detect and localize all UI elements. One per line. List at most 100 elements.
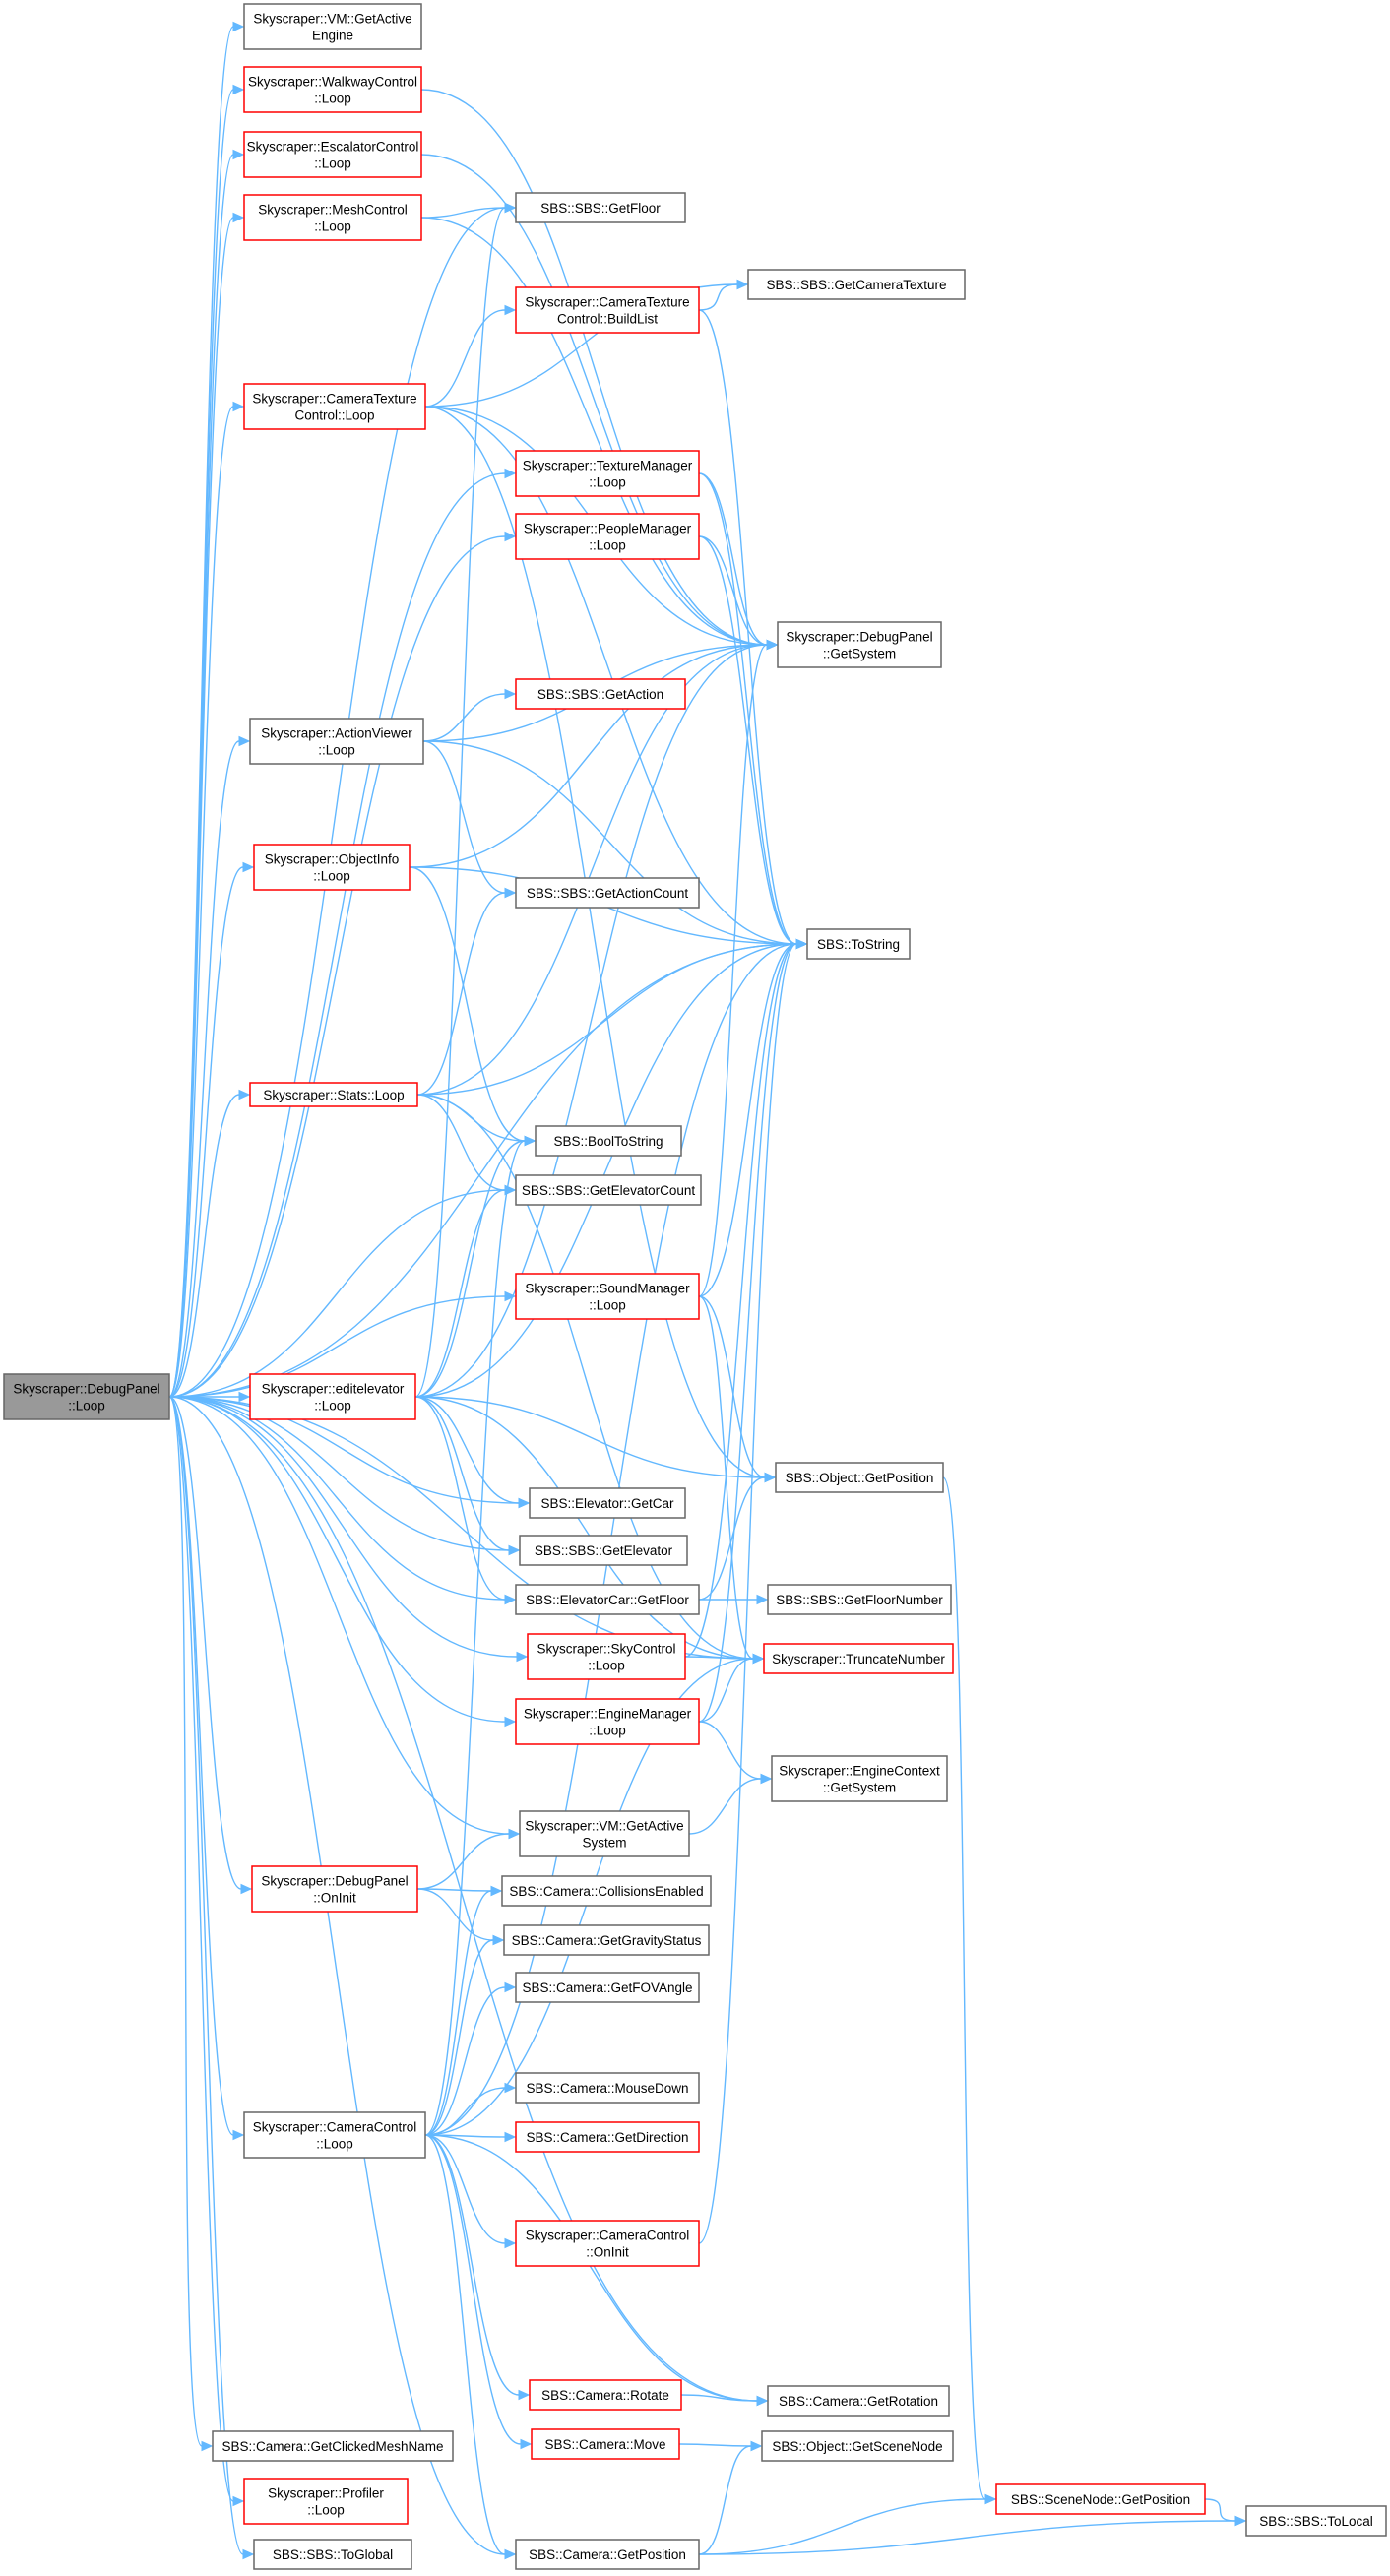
node-label-debug_oninit-line2: ::OnInit (313, 1891, 356, 1906)
node-object_getposition[interactable]: SBS::Object::GetPosition (775, 1462, 944, 1493)
node-label-getsystem-line1: Skyscraper::DebugPanel (786, 630, 932, 645)
node-label-profiler-line1: Skyscraper::Profiler (268, 2486, 384, 2501)
node-label-camtex_loop-line1: Skyscraper::CameraTexture (252, 392, 416, 407)
node-box-camtex_build (515, 286, 700, 334)
node-box-objectinfo (253, 844, 411, 891)
node-tostring[interactable]: SBS::ToString (806, 928, 911, 960)
node-getaction[interactable]: SBS::SBS::GetAction (515, 678, 686, 710)
node-label-peopleman-line2: ::Loop (589, 538, 626, 553)
node-box-object_getposition (775, 1462, 944, 1493)
node-scenenode_getposition[interactable]: SBS::SceneNode::GetPosition (995, 2483, 1206, 2515)
node-label-getcameratexture-line1: SBS::SBS::GetCameraTexture (766, 278, 946, 292)
edge-root-to-elevcar_getfloor (168, 1396, 506, 1601)
node-getactioncount[interactable]: SBS::SBS::GetActionCount (515, 877, 700, 909)
edge-camcontrol-to-camera_getposition (424, 2134, 506, 2555)
node-camcontrol[interactable]: Skyscraper::CameraControl::Loop (243, 2111, 426, 2159)
edge-vm_getactivesystem-to-enginecontext (688, 1778, 762, 1835)
node-getdirection[interactable]: SBS::Camera::GetDirection (515, 2121, 700, 2153)
node-label-soundman-line2: ::Loop (589, 1298, 626, 1313)
node-peopleman[interactable]: Skyscraper::PeopleManager::Loop (515, 513, 700, 560)
edge-root-to-sky (168, 1396, 518, 1658)
node-stats[interactable]: Skyscraper::Stats::Loop (249, 1082, 418, 1107)
arrowhead-camcontrol-to-getdirection (504, 2131, 517, 2143)
node-label-rotate-line1: SBS::Camera::Rotate (541, 2388, 669, 2403)
node-rotate[interactable]: SBS::Camera::Rotate (529, 2379, 682, 2411)
edge-elevcar_getfloor-to-object_getposition (698, 1476, 766, 1601)
edge-texman-to-tostring (698, 472, 797, 945)
node-label-walkway-line2: ::Loop (314, 92, 351, 106)
edge-root-to-elevator_getcar (168, 1396, 520, 1504)
node-box-getelevatorcount (515, 1174, 702, 1206)
node-label-vm_getactivesystem-line2: System (582, 1836, 626, 1851)
node-box-getfloor_sbs (515, 192, 686, 223)
node-gravity[interactable]: SBS::Camera::GetGravityStatus (503, 1924, 710, 1956)
edge-scenenode_getposition-to-tolocal (1204, 2498, 1236, 2522)
node-truncate[interactable]: Skyscraper::TruncateNumber (763, 1643, 954, 1674)
node-walkway[interactable]: Skyscraper::WalkwayControl::Loop (243, 66, 422, 113)
edges-layer (168, 21, 1247, 2560)
node-box-vm_getactiveengine (243, 3, 422, 50)
arrowhead-root-to-camcontrol (232, 2129, 245, 2141)
node-fov[interactable]: SBS::Camera::GetFOVAngle (515, 1972, 700, 2003)
node-mesh[interactable]: Skyscraper::MeshControl::Loop (243, 194, 422, 241)
edge-object_getposition-to-scenenode_getposition (942, 1476, 986, 2500)
node-box-camera_getposition (515, 2539, 700, 2570)
arrowhead-camcontrol-to-move (520, 2438, 533, 2450)
arrowhead-root-to-mesh (232, 212, 245, 223)
node-label-enginecontext-line2: ::GetSystem (823, 1781, 896, 1795)
arrowhead-rotate-to-getrotation (756, 2395, 769, 2407)
node-getscenenode[interactable]: SBS::Object::GetSceneNode (761, 2430, 954, 2462)
node-engineman[interactable]: Skyscraper::EngineManager::Loop (515, 1698, 700, 1745)
node-box-enginecontext (771, 1755, 948, 1802)
node-objectinfo[interactable]: Skyscraper::ObjectInfo::Loop (253, 844, 411, 891)
node-label-root-line2: ::Loop (68, 1399, 105, 1414)
node-elevator_getcar[interactable]: SBS::Elevator::GetCar (529, 1487, 686, 1519)
node-enginecontext[interactable]: Skyscraper::EngineContext::GetSystem (771, 1755, 948, 1802)
edge-editelevator-to-object_getposition (414, 1396, 766, 1478)
node-profiler[interactable]: Skyscraper::Profiler::Loop (243, 2478, 409, 2525)
node-camera_getposition[interactable]: SBS::Camera::GetPosition (515, 2539, 700, 2570)
node-box-booltostring (535, 1125, 682, 1157)
edge-camtex_loop-to-camtex_build (424, 309, 506, 408)
node-collisions[interactable]: SBS::Camera::CollisionsEnabled (501, 1875, 712, 1907)
edge-root-to-camera_getposition (168, 1396, 506, 2555)
node-debug_oninit[interactable]: Skyscraper::DebugPanel::OnInit (251, 1865, 418, 1913)
node-label-getfloor_sbs-line1: SBS::SBS::GetFloor (540, 201, 661, 216)
node-booltostring[interactable]: SBS::BoolToString (535, 1125, 682, 1157)
node-box-getsystem (777, 621, 942, 668)
node-getsystem[interactable]: Skyscraper::DebugPanel::GetSystem (777, 621, 942, 668)
node-box-truncate (763, 1643, 954, 1674)
node-escalator[interactable]: Skyscraper::EscalatorControl::Loop (243, 131, 422, 178)
node-move[interactable]: SBS::Camera::Move (531, 2428, 680, 2460)
node-getelevatorcount[interactable]: SBS::SBS::GetElevatorCount (515, 1174, 702, 1206)
node-camcontrol_oninit[interactable]: Skyscraper::CameraControl::OnInit (515, 2220, 700, 2267)
arrowhead-root-to-stats (238, 1089, 251, 1100)
edge-root-to-objectinfo (168, 866, 244, 1398)
node-elevcar_getfloor[interactable]: SBS::ElevatorCar::GetFloor (515, 1584, 700, 1615)
edge-root-to-getfloor_sbs (168, 207, 506, 1398)
edge-camcontrol_oninit-to-tostring (698, 943, 797, 2244)
node-root[interactable]: Skyscraper::DebugPanel::Loop (3, 1373, 170, 1420)
edge-camcontrol-to-collisions (424, 1890, 492, 2136)
node-getfloor_sbs[interactable]: SBS::SBS::GetFloor (515, 192, 686, 223)
edge-root-to-profiler (168, 1396, 234, 2502)
node-tolocal[interactable]: SBS::SBS::ToLocal (1245, 2505, 1387, 2537)
node-sky[interactable]: Skyscraper::SkyControl::Loop (527, 1633, 686, 1680)
node-box-getcameratexture (747, 269, 966, 300)
node-getrotation[interactable]: SBS::Camera::GetRotation (767, 2385, 950, 2417)
node-soundman[interactable]: Skyscraper::SoundManager::Loop (515, 1273, 700, 1320)
node-mousedown[interactable]: SBS::Camera::MouseDown (515, 2072, 700, 2104)
node-camtex_build[interactable]: Skyscraper::CameraTextureControl::BuildL… (515, 286, 700, 334)
node-label-objectinfo-line2: ::Loop (313, 869, 350, 884)
node-clickedmesh[interactable]: SBS::Camera::GetClickedMeshName (212, 2430, 454, 2462)
node-texman[interactable]: Skyscraper::TextureManager::Loop (515, 450, 700, 497)
node-getelevator[interactable]: SBS::SBS::GetElevator (519, 1535, 688, 1566)
node-editelevator[interactable]: Skyscraper::editelevator::Loop (249, 1373, 416, 1420)
node-getfloornumber[interactable]: SBS::SBS::GetFloorNumber (767, 1584, 952, 1615)
node-actionviewer[interactable]: Skyscraper::ActionViewer::Loop (249, 718, 424, 765)
node-toglobal[interactable]: SBS::SBS::ToGlobal (253, 2539, 412, 2570)
node-getcameratexture[interactable]: SBS::SBS::GetCameraTexture (747, 269, 966, 300)
